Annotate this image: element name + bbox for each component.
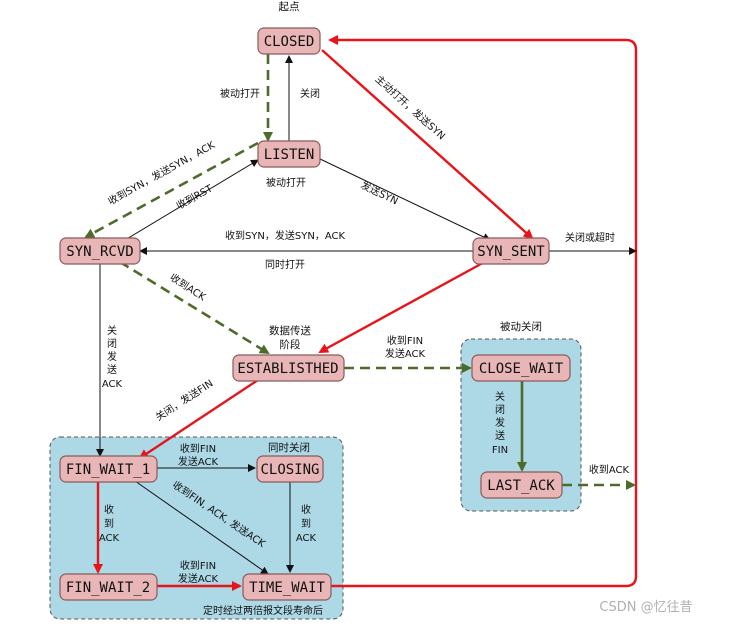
state-last-ack: LAST_ACK xyxy=(480,471,563,499)
state-syn-sent: SYN_SENT xyxy=(472,237,550,265)
edge-timewait-to-closed xyxy=(328,35,638,588)
label-close-or-timeout: 关闭或超时 xyxy=(565,231,615,244)
state-close-wait-label: CLOSE_WAIT xyxy=(479,361,564,377)
state-closing: CLOSING xyxy=(256,455,324,483)
label-recv-ack-2: 收到ACK xyxy=(589,463,630,476)
edge-synsent-to-established xyxy=(318,257,491,354)
label-recv-fin-2b: 发送ACK xyxy=(178,455,219,468)
label-vertical-recv-ack1-3: ACK xyxy=(99,533,120,544)
label-simultaneous-open: 同时打开 xyxy=(265,258,305,271)
label-vertical-close-3: 发 xyxy=(107,350,117,363)
state-time-wait-label: TIME_WAIT xyxy=(249,580,325,596)
state-listen-label: LISTEN xyxy=(264,147,315,163)
title-timed-wait: 定时经过两倍报文段寿命后 xyxy=(203,604,323,617)
title-start: 起点 xyxy=(279,1,300,13)
edge-listen-to-synrcvd xyxy=(84,141,259,239)
edge-synrcvd-to-listen xyxy=(124,159,259,241)
label-vertical-recv-ack1-1: 收 xyxy=(104,503,114,516)
label-recv-fin-1a: 收到FIN xyxy=(387,334,423,347)
label-recv-fin-1b: 发送ACK xyxy=(385,347,426,360)
title-passive-close: 被动关闭 xyxy=(500,320,542,333)
state-listen: LISTEN xyxy=(257,140,321,168)
label-vertical-close-1: 关 xyxy=(107,324,117,337)
label-vertical-close2-3: 发 xyxy=(495,416,505,429)
watermark: CSDN @忆往昔 xyxy=(599,599,692,615)
edge-established-to-finwait1 xyxy=(138,378,259,460)
label-close-send-fin: 关闭，发送FIN xyxy=(153,377,216,424)
state-fin-wait-1: FIN_WAIT_1 xyxy=(59,455,158,483)
edge-synrcvd-to-established xyxy=(119,260,270,355)
state-fin-wait-1-label: FIN_WAIT_1 xyxy=(66,462,150,478)
title-data-transfer-1: 数据传送 xyxy=(269,324,311,337)
edge-finwait1-to-timewait xyxy=(134,480,269,575)
state-syn-rcvd: SYN_RCVD xyxy=(59,237,141,265)
label-vertical-close-2: 闭 xyxy=(107,337,117,350)
edge-closed-to-synsent xyxy=(321,49,534,240)
label-vertical-close2-5: FIN xyxy=(492,445,508,456)
label-vertical-close2-2: 闭 xyxy=(495,403,505,416)
state-close-wait: CLOSE_WAIT xyxy=(471,354,571,382)
edge-listen-to-synsent xyxy=(317,157,491,241)
label-vertical-recv-ack1-2: 到 xyxy=(104,518,114,530)
state-syn-sent-label: SYN_SENT xyxy=(477,244,545,260)
label-recv-syn-send-synack-2: 收到SYN，发送SYN，ACK xyxy=(225,229,346,242)
label-vertical-recv-ack2-1: 收 xyxy=(301,503,311,516)
label-send-syn: 发送SYN xyxy=(359,178,401,207)
state-syn-rcvd-label: SYN_RCVD xyxy=(66,244,133,260)
state-time-wait: TIME_WAIT xyxy=(242,573,332,601)
label-vertical-close-4: 送 xyxy=(107,363,117,376)
label-vertical-close2-1: 关 xyxy=(495,390,505,403)
label-active-open-send-syn: 主动打开，发送SYN xyxy=(373,72,449,142)
state-closed-label: CLOSED xyxy=(264,34,315,50)
label-vertical-close2-4: 送 xyxy=(495,429,505,442)
label-recv-fin-2a: 收到FIN xyxy=(180,442,216,455)
label-close-1: 关闭 xyxy=(300,87,320,100)
label-vertical-recv-ack2-3: ACK xyxy=(296,533,317,544)
state-closed: CLOSED xyxy=(257,27,321,55)
label-vertical-recv-ack2-2: 到 xyxy=(301,518,311,530)
state-established: ESTABLISTHED xyxy=(232,354,345,382)
title-simultaneous-close: 同时关闭 xyxy=(268,441,310,454)
state-established-label: ESTABLISTHED xyxy=(237,361,338,377)
label-recv-fin-3b: 发送ACK xyxy=(178,572,219,585)
state-last-ack-label: LAST_ACK xyxy=(487,478,555,494)
label-recv-fin-3a: 收到FIN xyxy=(180,559,216,572)
state-fin-wait-2-label: FIN_WAIT_2 xyxy=(66,580,150,596)
state-closing-label: CLOSING xyxy=(260,462,319,478)
state-fin-wait-2: FIN_WAIT_2 xyxy=(59,573,158,601)
label-vertical-close-5: ACK xyxy=(102,379,123,390)
label-passive-open-2: 被动打开 xyxy=(266,176,306,189)
title-data-transfer-2: 阶段 xyxy=(280,338,301,351)
label-passive-open-1: 被动打开 xyxy=(220,87,260,100)
label-recv-ack-1: 收到ACK xyxy=(168,271,209,304)
